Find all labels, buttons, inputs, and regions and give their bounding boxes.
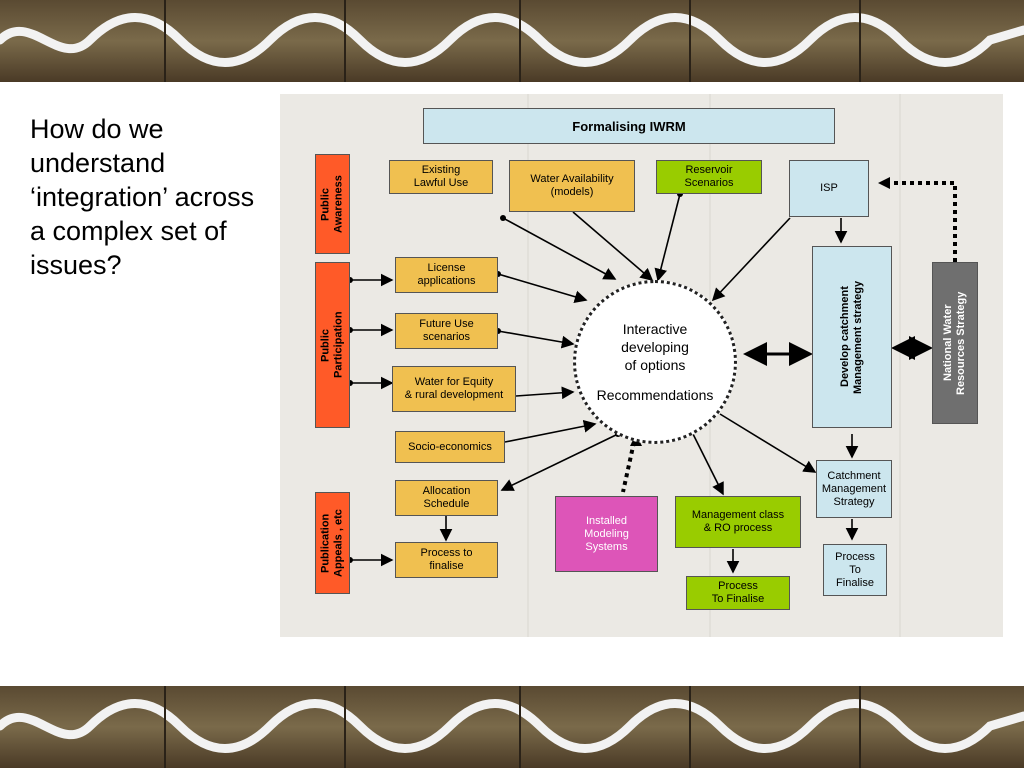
national-water-strategy-box: National Water Resources Strategy xyxy=(932,262,978,424)
center-label-1: Interactive xyxy=(622,321,688,337)
existing-lawful-use-box: Existing Lawful Use xyxy=(389,160,493,194)
interactive-developing-circle: Interactive developing of options Recomm… xyxy=(573,280,737,444)
management-class-box: Management class & RO process xyxy=(675,496,801,548)
catchment-management-strategy-box: Catchment Management Strategy xyxy=(816,460,892,518)
process-to-finalise-bottom-box: Process To Finalise xyxy=(686,576,790,610)
center-label-4: Recommendations xyxy=(596,387,714,403)
decorative-river-banner-bottom xyxy=(0,686,1024,768)
water-availability-box: Water Availability (models) xyxy=(509,160,635,212)
iwrm-diagram: Formalising IWRM Public Awareness Public… xyxy=(280,94,1003,637)
water-for-equity-box: Water for Equity & rural development xyxy=(392,366,516,412)
process-to-finalise-right-box: Process To Finalise xyxy=(823,544,887,596)
installed-modeling-systems-box: Installed Modeling Systems xyxy=(555,496,658,572)
center-label-2: developing xyxy=(621,339,689,355)
isp-box: ISP xyxy=(789,160,869,217)
license-applications-box: License applications xyxy=(395,257,498,293)
develop-catchment-strategy-box: Develop catchment Management strategy xyxy=(812,246,892,428)
publication-appeals-bar: Publication Appeals , etc xyxy=(315,492,350,594)
center-label-3: of options xyxy=(624,357,686,373)
question-text: How do we understand ‘integration’ acros… xyxy=(30,114,255,280)
socio-economics-box: Socio-economics xyxy=(395,431,505,463)
future-use-scenarios-box: Future Use scenarios xyxy=(395,313,498,349)
reservoir-scenarios-box: Reservoir Scenarios xyxy=(656,160,762,194)
process-to-finalise-left-box: Process to finalise xyxy=(395,542,498,578)
formalising-iwrm-title: Formalising IWRM xyxy=(423,108,835,144)
decorative-river-banner-top xyxy=(0,0,1024,82)
public-awareness-bar: Public Awareness xyxy=(315,154,350,254)
public-participation-bar: Public Participation xyxy=(315,262,350,428)
allocation-schedule-box: Allocation Schedule xyxy=(395,480,498,516)
